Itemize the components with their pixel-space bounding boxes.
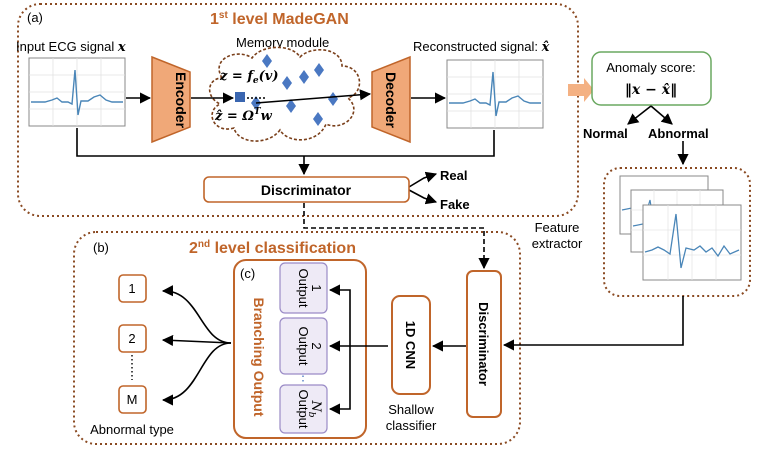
normal-label: Normal — [583, 126, 628, 141]
decoder-block: Decoder — [371, 55, 411, 144]
svg-text:Anomaly score:: Anomaly score: — [606, 60, 696, 75]
level1-panel — [17, 3, 579, 217]
svg-text:Output: Output — [296, 268, 311, 307]
branch-arrows — [328, 284, 388, 415]
query-square — [235, 92, 245, 102]
abnormal-label: Abnormal — [648, 126, 709, 141]
zhat-equation: ẑ = ΩTw — [214, 107, 273, 124]
feature-extractor-connector — [303, 203, 490, 270]
level1-title: 1st level MadeGAN — [210, 10, 349, 28]
svg-text:Discriminator: Discriminator — [476, 302, 491, 386]
level1-panel-label: (a) — [27, 10, 43, 25]
svg-text:2: 2 — [128, 331, 135, 346]
reconstructed-ecg-plot — [446, 59, 544, 129]
svg-text:1D CNN: 1D CNN — [403, 321, 418, 369]
shallow-label-1: Shallow — [388, 402, 434, 417]
anomaly-score-box: Anomaly score: ‖x − x̂‖ — [591, 51, 712, 106]
abnormal-to-discriminator-arrow — [502, 296, 684, 351]
level2-panel — [73, 231, 521, 445]
discriminator-level2: Discriminator — [466, 270, 502, 418]
type-box-m: M — [118, 385, 147, 414]
svg-text:2: 2 — [309, 342, 324, 349]
feature-extractor-label-2: extractor — [532, 236, 583, 251]
output-box-2: Output 2 — [279, 317, 328, 375]
svg-text:Discriminator: Discriminator — [261, 182, 352, 198]
level1-arrows — [76, 89, 495, 205]
score-split-arrows — [627, 105, 689, 166]
input-ecg-plot — [28, 57, 126, 127]
abnormal-signals-panel — [603, 167, 751, 297]
z-equation: z = fe(v) — [219, 69, 279, 86]
svg-text:Encoder: Encoder — [173, 72, 189, 129]
abnormal-type-label: Abnormal type — [90, 422, 174, 437]
memory-module-label: Memory module — [236, 35, 329, 50]
abnormal-signal-stack — [619, 175, 742, 281]
discriminator-level1: Discriminator — [203, 176, 410, 203]
reconstructed-label: Reconstructed signal: x̂ — [413, 39, 550, 55]
output-box-nb: Output Nb — [279, 384, 328, 434]
svg-text:Output: Output — [296, 389, 311, 428]
type-fanout-arrows — [161, 285, 232, 406]
memory-cloud — [208, 46, 361, 142]
svg-text:Output: Output — [296, 326, 311, 365]
svg-text:Decoder: Decoder — [383, 72, 399, 129]
branching-output-label: Branching Output — [251, 298, 267, 417]
feature-extractor-label-1: Feature — [535, 220, 580, 235]
cnn-block: 1D CNN — [391, 295, 431, 395]
input-signal-label: Input ECG signal x — [16, 39, 126, 55]
output-box-1: Output 1 — [279, 262, 328, 314]
branching-panel-label: (c) — [240, 266, 255, 281]
type-box-1: 1 — [118, 274, 147, 303]
type-box-2: 2 — [118, 324, 147, 353]
svg-text:‖x − x̂‖: ‖x − x̂‖ — [625, 82, 677, 98]
svg-text:1: 1 — [309, 284, 324, 291]
real-label: Real — [440, 168, 467, 183]
score-arrow — [568, 78, 594, 102]
shallow-label-2: classifier — [386, 418, 437, 433]
svg-text:M: M — [127, 392, 138, 407]
level2-title: 2nd level classification — [189, 239, 356, 257]
svg-text:1: 1 — [128, 281, 135, 296]
level2-panel-label: (b) — [93, 240, 109, 255]
encoder-block: Encoder — [151, 55, 191, 144]
output-dots: ⋮ — [297, 373, 310, 388]
memory-diamonds — [251, 54, 338, 126]
fake-label: Fake — [440, 197, 470, 212]
svg-text:Nb: Nb — [306, 399, 323, 417]
